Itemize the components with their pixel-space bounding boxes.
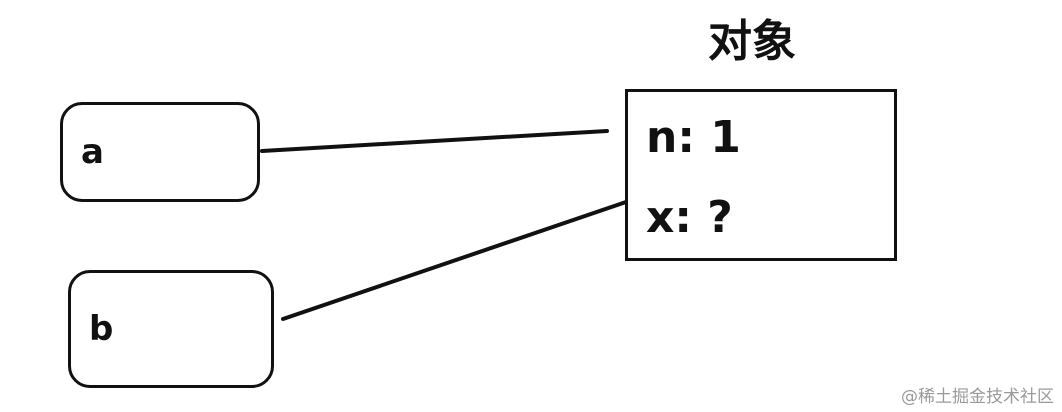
object-box: n: 1 x: ? xyxy=(625,89,897,261)
variable-box-a: a xyxy=(60,102,260,202)
reference-line-a xyxy=(260,129,609,153)
variable-label-b: b xyxy=(89,309,114,349)
object-property-x: x: ? xyxy=(646,192,733,243)
reference-line-b xyxy=(281,200,628,321)
object-property-n: n: 1 xyxy=(646,112,741,163)
variable-label-a: a xyxy=(81,132,104,172)
watermark: @稀土掘金技术社区 xyxy=(901,387,1054,407)
variable-box-b: b xyxy=(68,270,274,388)
object-title: 对象 xyxy=(708,16,796,67)
